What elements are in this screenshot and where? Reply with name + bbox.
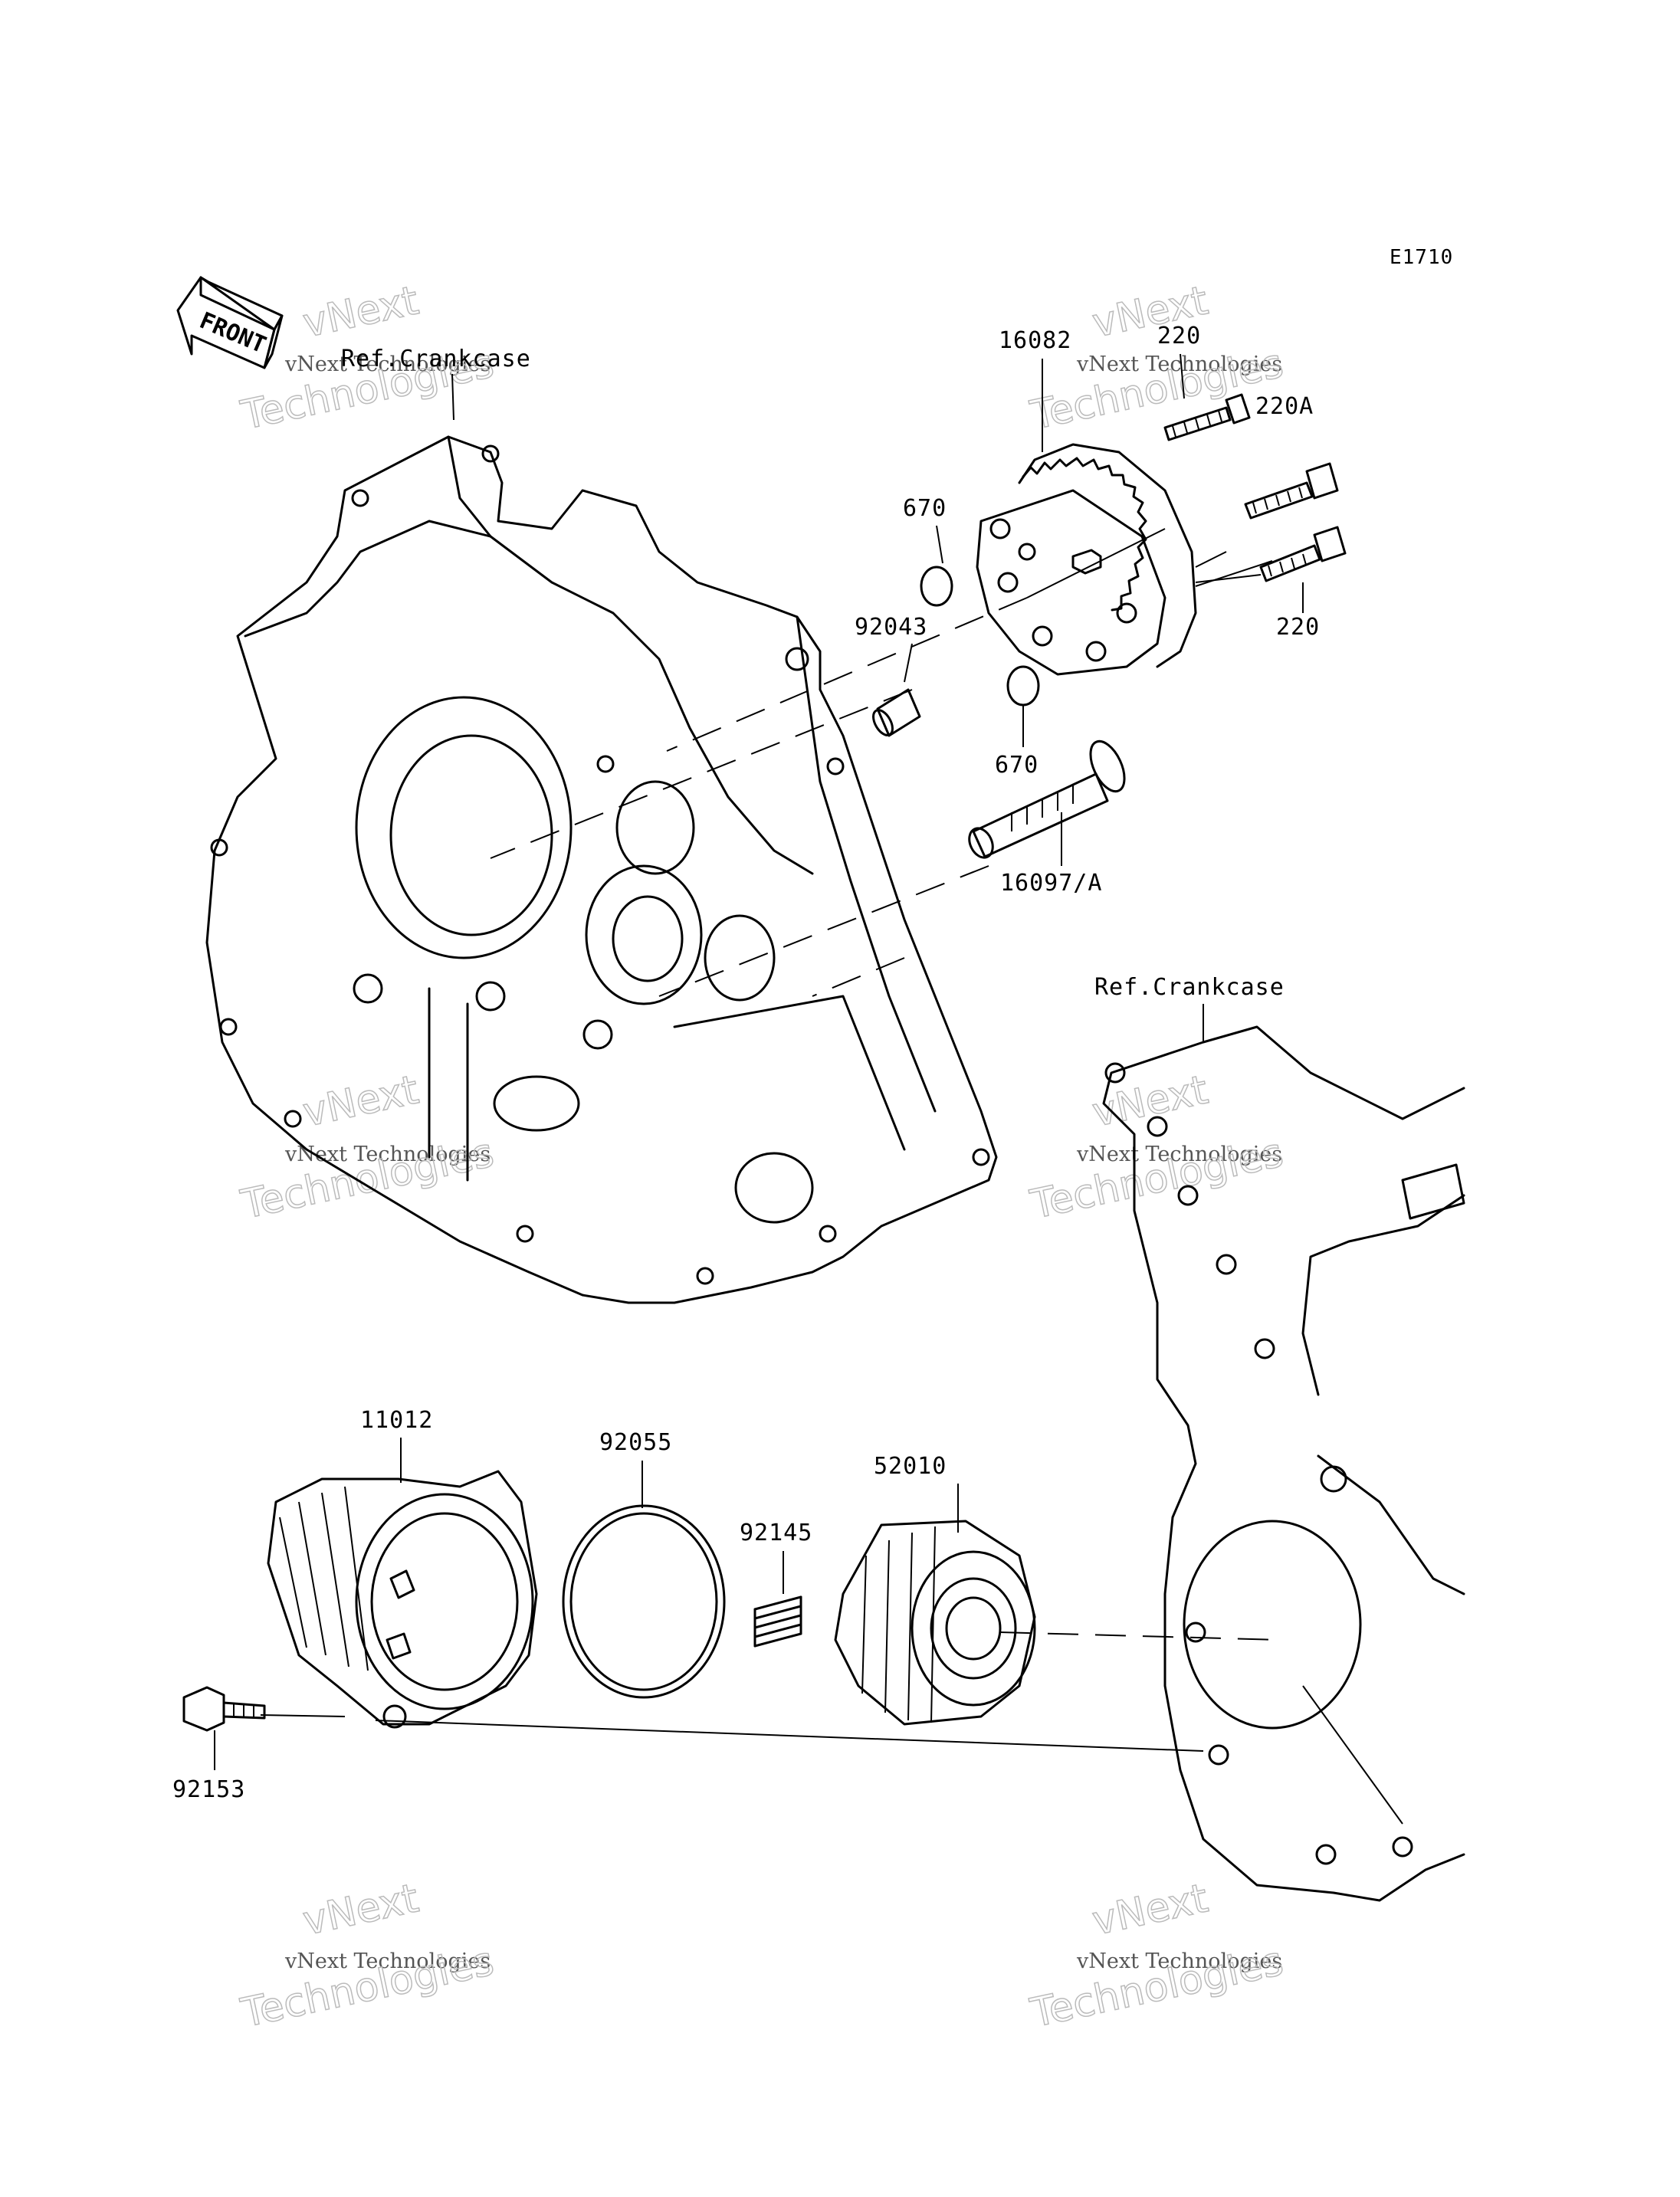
part-label-52010: 52010 xyxy=(874,1453,947,1480)
crankcase-upper: Ref.Crankcase xyxy=(205,346,998,1304)
front-arrow-icon: FRONT xyxy=(176,276,284,369)
svg-text:vNext: vNext xyxy=(299,277,422,346)
part-label-670-bottom: 670 xyxy=(995,752,1039,779)
bolt-220-top: 220 xyxy=(1157,323,1251,441)
o-ring-670-bottom: 670 xyxy=(995,665,1040,779)
watermark-middle-left: vNext vNext Technologies Technologies xyxy=(237,1067,499,1229)
part-label-16082: 16082 xyxy=(999,327,1071,354)
watermark-middle-right: vNext vNext Technologies Technologies xyxy=(1026,1067,1288,1229)
part-label-670-top: 670 xyxy=(903,495,947,522)
bolt-220A: 220A xyxy=(1244,393,1339,520)
oil-filter-cover-11012: 11012 xyxy=(267,1407,538,1729)
spring-92145: 92145 xyxy=(740,1520,812,1648)
ref-crankcase-lower-label: Ref.Crankcase xyxy=(1094,974,1285,1001)
alignment-lines-lower xyxy=(260,1631,1403,1825)
bolt-92153: 92153 xyxy=(172,1686,266,1803)
part-label-92043: 92043 xyxy=(855,614,927,641)
oil-pump: 16082 xyxy=(976,327,1197,676)
watermark-bottom-right: vNext vNext Technologies Technologies xyxy=(1026,1875,1288,2038)
svg-text:vNext Technologies: vNext Technologies xyxy=(1076,1949,1282,1973)
o-ring-670-top: 670 xyxy=(903,495,953,607)
svg-text:vNext: vNext xyxy=(1088,1875,1212,1944)
diagram-code: E1710 xyxy=(1390,246,1453,269)
watermark-bottom-left: vNext vNext Technologies Technologies xyxy=(237,1875,499,2038)
part-label-92145: 92145 xyxy=(740,1520,812,1546)
oil-filter-52010: 52010 xyxy=(834,1453,1036,1726)
svg-text:vNext Technologies: vNext Technologies xyxy=(1076,1143,1282,1166)
ref-crankcase-upper-label: Ref.Crankcase xyxy=(341,346,531,372)
part-label-92055: 92055 xyxy=(599,1429,672,1456)
dowel-pin-92043: 92043 xyxy=(855,614,927,737)
watermark-top-right: vNext vNext Technologies Technologies xyxy=(1026,277,1288,440)
alignment-lines-upper xyxy=(490,528,1273,997)
oil-strainer-16097A: 16097/A xyxy=(968,739,1126,897)
svg-text:vNext Technologies: vNext Technologies xyxy=(284,1949,491,1973)
part-label-16097A: 16097/A xyxy=(1000,870,1102,897)
part-label-220A: 220A xyxy=(1255,393,1314,420)
part-label-220-top: 220 xyxy=(1157,323,1201,349)
svg-text:vNext Technologies: vNext Technologies xyxy=(284,1143,491,1166)
part-label-11012: 11012 xyxy=(360,1407,433,1434)
crankcase-lower: Ref.Crankcase xyxy=(1094,974,1465,1902)
svg-text:vNext: vNext xyxy=(299,1875,422,1944)
bolt-220-lower: 220 xyxy=(1195,526,1347,641)
svg-text:vNext: vNext xyxy=(299,1067,422,1136)
svg-text:vNext Technologies: vNext Technologies xyxy=(1076,353,1282,376)
gasket-92055: 92055 xyxy=(562,1429,726,1699)
svg-text:vNext Technologies: vNext Technologies xyxy=(284,353,491,376)
part-label-92153: 92153 xyxy=(172,1776,245,1803)
part-label-220-lower: 220 xyxy=(1276,614,1320,641)
